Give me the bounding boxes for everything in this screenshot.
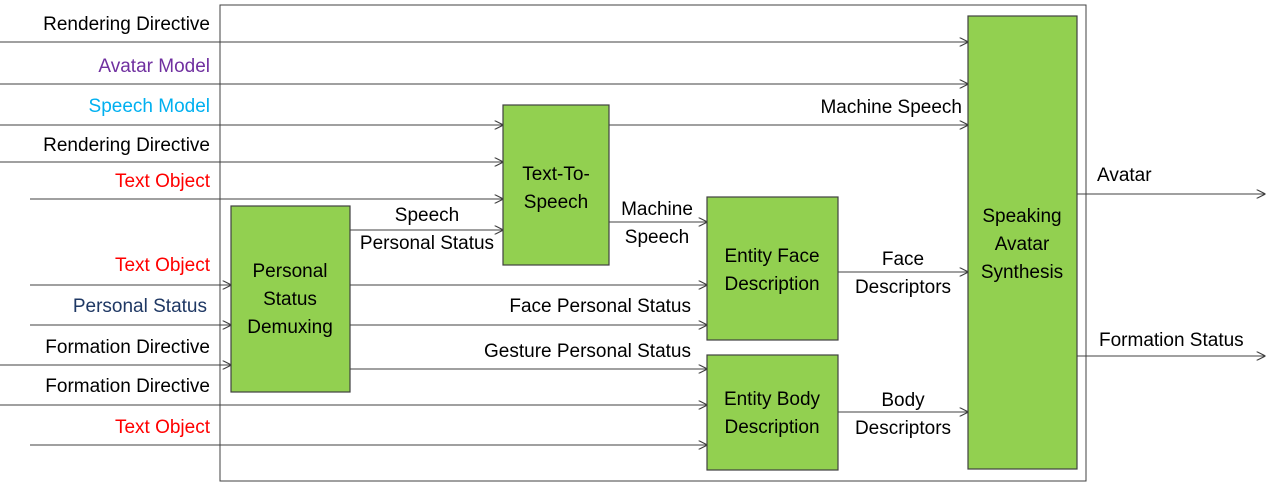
entity-body-description-block: Entity Body Description xyxy=(706,354,839,471)
block-label-line: Avatar xyxy=(995,234,1050,255)
edge-label-gesture-personal-status: Gesture Personal Status xyxy=(484,341,691,362)
text-to-speech-block: Text-To- Speech xyxy=(502,104,610,266)
block-label-line: Entity Face xyxy=(724,246,819,267)
speaking-avatar-synthesis-block: Speaking Avatar Synthesis xyxy=(967,15,1078,470)
input-label-text-object: Text Object xyxy=(115,417,211,438)
block-label-line: Description xyxy=(724,274,819,295)
input-label-formation-directive: Formation Directive xyxy=(45,337,210,358)
input-label-text-object: Text Object xyxy=(115,255,211,276)
edge-label-descriptors: Descriptors xyxy=(855,418,951,439)
block-label-line: Status xyxy=(263,289,317,310)
block-label-line: Demuxing xyxy=(247,317,333,338)
edge-labels: Speech Personal Status Machine Speech Ma… xyxy=(360,97,962,439)
edge-label-descriptors: Descriptors xyxy=(855,277,951,298)
input-label-formation-directive: Formation Directive xyxy=(45,376,210,397)
input-label-speech-model: Speech Model xyxy=(89,96,210,117)
personal-status-demuxing-block: Personal Status Demuxing xyxy=(230,205,351,393)
block-label-line: Speech xyxy=(524,192,588,213)
output-label-formation-status: Formation Status xyxy=(1099,330,1244,351)
block-label-line: Speaking xyxy=(982,206,1061,227)
input-label-personal-status: Personal Status xyxy=(73,296,207,317)
block-label-line: Description xyxy=(724,417,819,438)
edge-label-personal-status: Personal Status xyxy=(360,233,494,254)
edge-label-face: Face xyxy=(882,249,924,270)
entity-face-description-block: Entity Face Description xyxy=(706,196,839,341)
output-label-avatar: Avatar xyxy=(1097,165,1152,186)
block-label-line: Text-To- xyxy=(522,164,590,185)
input-label-text-object: Text Object xyxy=(115,171,211,192)
edge-label-face-personal-status: Face Personal Status xyxy=(509,296,691,317)
edge-label-body: Body xyxy=(881,390,925,411)
block-label-line: Personal xyxy=(253,261,328,282)
system-boundary xyxy=(219,4,1087,482)
input-label-avatar-model: Avatar Model xyxy=(98,56,210,77)
edge-label-machine: Machine xyxy=(621,199,693,220)
edge-label-speech: Speech xyxy=(395,205,459,226)
output-labels: Avatar Formation Status xyxy=(1097,165,1244,351)
block-label-line: Synthesis xyxy=(981,262,1063,283)
edge-label-speech: Speech xyxy=(625,227,689,248)
input-labels: Rendering Directive Avatar Model Speech … xyxy=(43,14,211,438)
edge-label-machine-speech: Machine Speech xyxy=(820,97,962,118)
input-label-rendering-directive: Rendering Directive xyxy=(43,14,210,35)
connections xyxy=(0,42,1265,445)
input-label-rendering-directive: Rendering Directive xyxy=(43,135,210,156)
block-label-line: Entity Body xyxy=(724,389,821,410)
